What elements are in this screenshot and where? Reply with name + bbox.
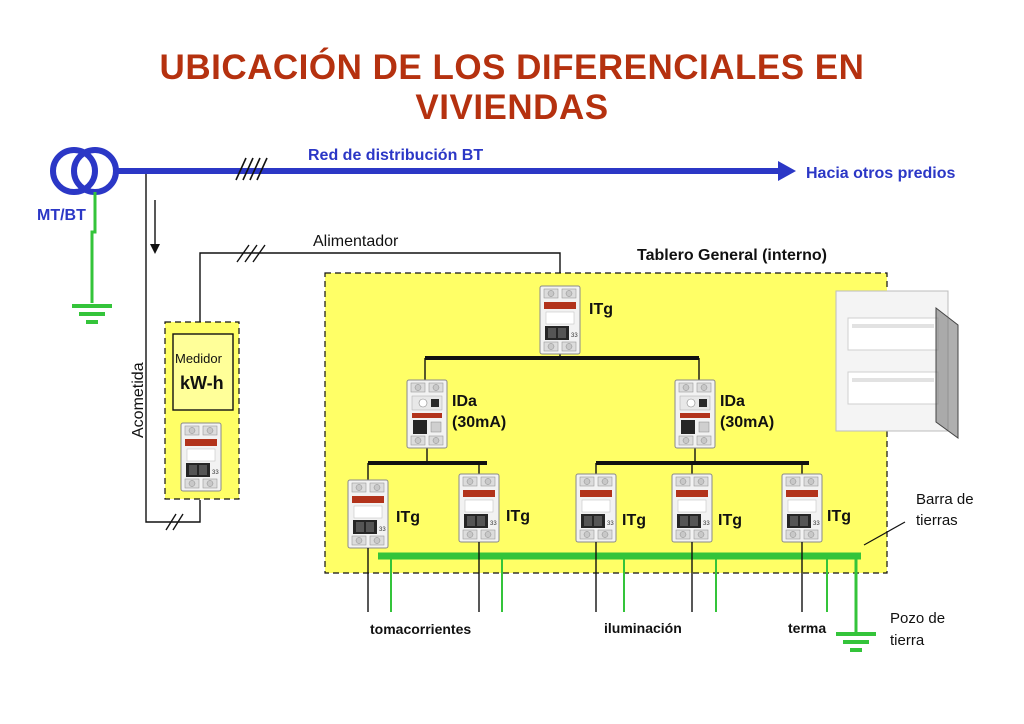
differential-right-rating: (30mA)	[720, 414, 775, 431]
distribution-board-image	[835, 290, 959, 439]
medidor-label: Medidor	[175, 351, 222, 366]
circuit-terma-label: terma	[788, 620, 827, 636]
branch-breaker-5-label: ITg	[827, 508, 851, 525]
branch-breaker-4-label: ITg	[718, 512, 742, 529]
transformer-ground	[70, 192, 114, 324]
barra-tierras-label-line1: Barra de	[916, 491, 974, 508]
differential-right-label: IDa	[720, 393, 745, 410]
main-breaker-itg	[539, 285, 581, 355]
branch-breaker-5	[781, 473, 823, 543]
panel-wiring	[367, 354, 809, 480]
branch-breaker-1	[347, 479, 389, 549]
circuit-tomacorrientes-label: tomacorrientes	[370, 621, 472, 637]
circuit-ground-wires	[390, 556, 828, 612]
differential-left-rating: (30mA)	[452, 414, 507, 431]
medidor-unit-label: kW-h	[180, 373, 224, 393]
hacia-otros-predios-label: Hacia otros predios	[806, 165, 956, 182]
red-distribucion-label: Red de distribución BT	[308, 147, 484, 164]
branch-breaker-3-label: ITg	[622, 512, 646, 529]
circuit-phase-wires	[367, 542, 803, 612]
barra-tierras-label-line2: tierras	[916, 512, 958, 529]
branch-breaker-4	[671, 473, 713, 543]
branch-breaker-2	[458, 473, 500, 543]
alimentador-wiring	[199, 244, 561, 334]
tablero-general-label: Tablero General (interno)	[637, 247, 827, 264]
acometida-wiring	[145, 174, 201, 531]
branch-breaker-3	[575, 473, 617, 543]
acometida-label: Acometida	[130, 362, 147, 438]
meter-enclosure	[164, 321, 240, 500]
circuit-iluminacion-label: iluminación	[604, 620, 682, 636]
ground-bar-pointer	[863, 521, 906, 546]
diagram-title: UBICACIÓN DE LOS DIFERENCIALES EN VIVIEN…	[0, 48, 1024, 128]
distribution-hash-marks	[235, 157, 268, 181]
differential-breaker-right	[674, 379, 716, 449]
main-breaker-label: ITg	[589, 301, 613, 318]
alimentador-label: Alimentador	[313, 233, 399, 250]
branch-breaker-2-label: ITg	[506, 508, 530, 525]
branch-breaker-1-label: ITg	[396, 509, 420, 526]
mt-bt-label: MT/BT	[37, 207, 86, 224]
transformer-symbol	[50, 147, 119, 195]
pozo-tierra-label-line2: tierra	[890, 632, 925, 649]
title-line-2: VIVIENDAS	[415, 88, 609, 127]
differential-breaker-left	[406, 379, 448, 449]
pozo-de-tierra-ground	[834, 556, 878, 652]
differential-left-label: IDa	[452, 393, 477, 410]
distribution-bus	[115, 161, 796, 181]
pozo-tierra-label-line1: Pozo de	[890, 610, 946, 627]
title-line-1: UBICACIÓN DE LOS DIFERENCIALES EN	[159, 48, 865, 87]
